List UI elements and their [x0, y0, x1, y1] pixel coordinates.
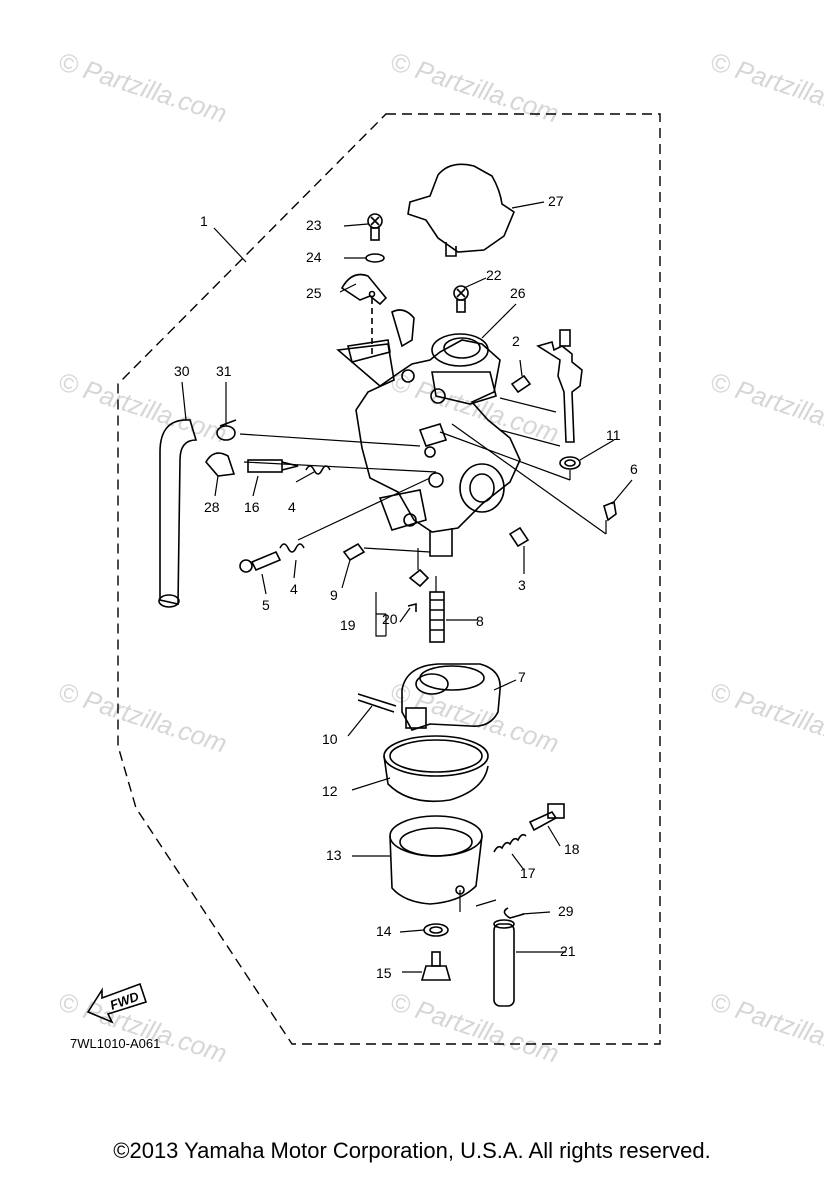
- callout-label-7: 7: [518, 669, 526, 685]
- part-27-cover: [407, 163, 515, 253]
- callout-label-23: 23: [306, 217, 322, 233]
- callout-label-18: 18: [564, 841, 580, 857]
- callout-label-1: 1: [200, 213, 208, 229]
- callout-label-20: 20: [382, 611, 398, 627]
- callout-label-2: 2: [512, 333, 520, 349]
- part-25-bracket: [340, 273, 388, 306]
- callout-label-22: 22: [486, 267, 502, 283]
- callout-label-21: 21: [560, 943, 576, 959]
- callout-label-8: 8: [476, 613, 484, 629]
- callout-label-24: 24: [306, 249, 322, 265]
- callout-label-31: 31: [216, 363, 232, 379]
- callout-label-3: 3: [518, 577, 526, 593]
- fwd-arrow: [86, 982, 148, 1024]
- part-12-gasket: [383, 735, 489, 777]
- assembly-boundary: [117, 113, 661, 1045]
- callout-label-28: 28: [204, 499, 220, 515]
- diagram-code: 7WL1010-A061: [70, 1036, 161, 1051]
- callout-label-15: 15: [376, 965, 392, 981]
- callout-label-6: 6: [630, 461, 638, 477]
- callout-label-9: 9: [330, 587, 338, 603]
- callout-label-30: 30: [174, 363, 190, 379]
- callout-label-19: 19: [340, 617, 356, 633]
- callout-label-26: 26: [510, 285, 526, 301]
- callout-label-27: 27: [548, 193, 564, 209]
- callout-label-25: 25: [306, 285, 322, 301]
- callout-label-13: 13: [326, 847, 342, 863]
- callout-label-16: 16: [244, 499, 260, 515]
- callout-label-10: 10: [322, 731, 338, 747]
- part-13-float-bowl: [389, 815, 483, 905]
- callout-label-29: 29: [558, 903, 574, 919]
- part-7-float: [401, 663, 501, 731]
- callout-label-4: 4: [290, 581, 298, 597]
- callout-label-5: 5: [262, 597, 270, 613]
- callout-label-17: 17: [520, 865, 536, 881]
- callout-label-4: 4: [288, 499, 296, 515]
- callout-label-14: 14: [376, 923, 392, 939]
- carburetor-body: [336, 309, 521, 557]
- callout-label-11: 11: [606, 427, 621, 443]
- copyright-notice: ©2013 Yamaha Motor Corporation, U.S.A. A…: [113, 1138, 711, 1163]
- part-30-hose: [159, 419, 198, 605]
- callout-label-12: 12: [322, 783, 338, 799]
